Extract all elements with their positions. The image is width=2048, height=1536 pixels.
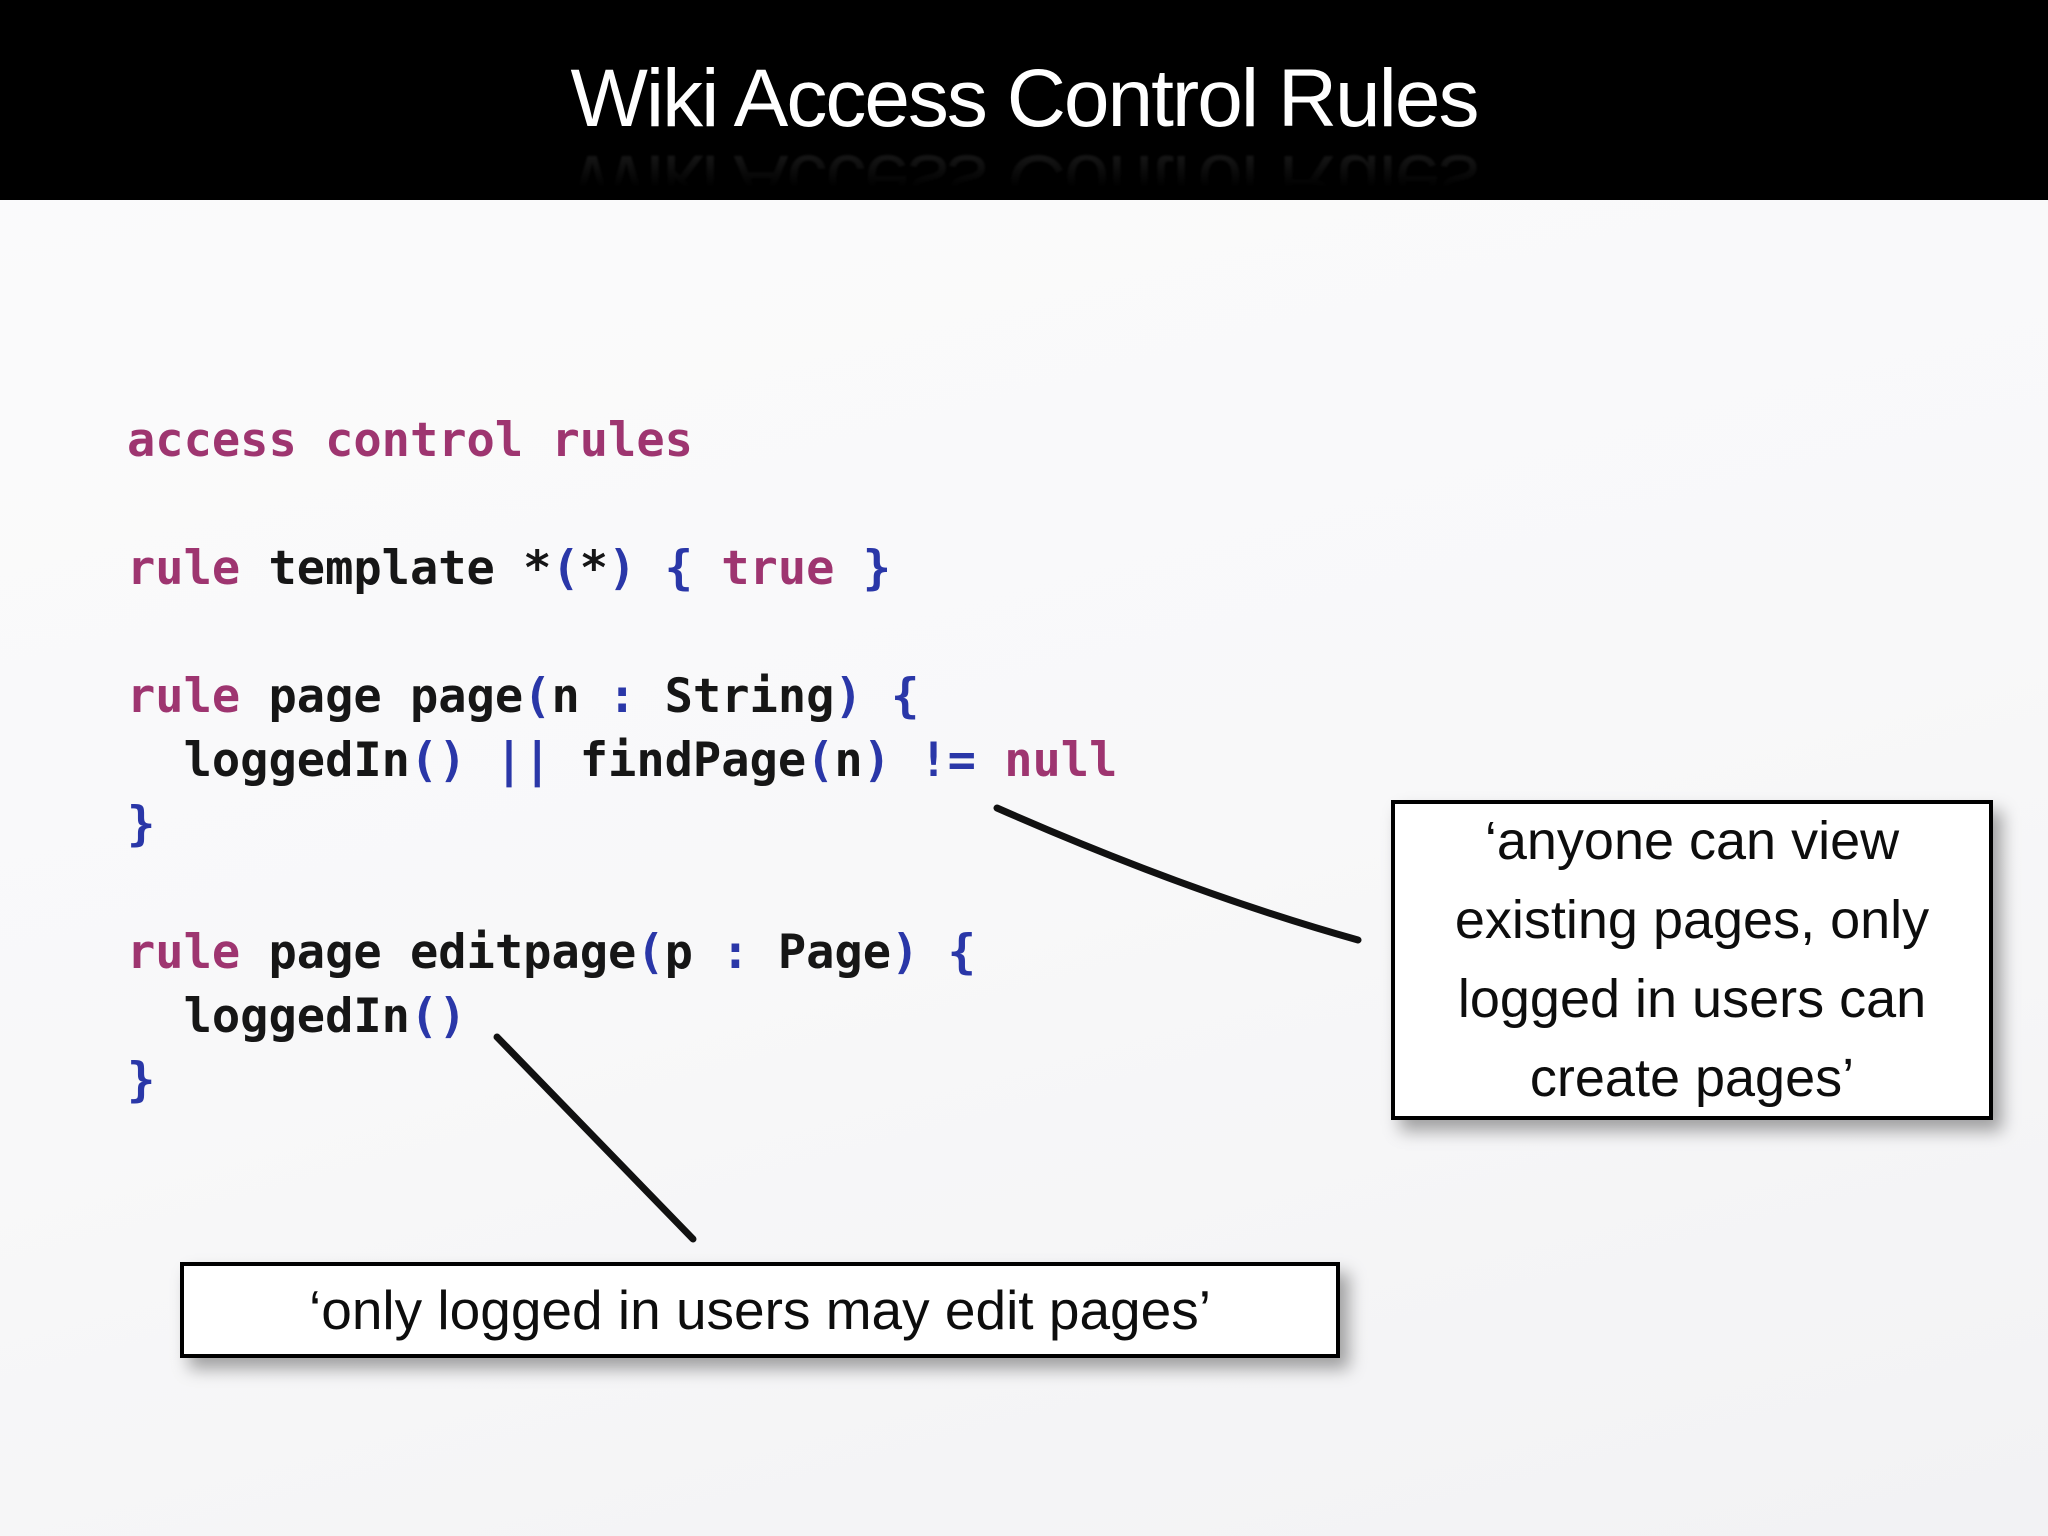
code-line: } xyxy=(127,1049,1117,1113)
code-token: } xyxy=(127,797,156,852)
code-token: ( xyxy=(636,925,665,980)
code-token: () xyxy=(409,733,467,788)
code-line: } xyxy=(127,793,1117,857)
code-token: rule xyxy=(127,925,241,980)
code-token: true xyxy=(721,541,835,596)
code-token: null xyxy=(1004,733,1118,788)
callout-create-pages: ‘anyone can view existing pages, only logg… xyxy=(1391,800,1993,1120)
code-token: page page xyxy=(240,669,524,724)
callout-text-line: logged in users can xyxy=(1457,969,1927,1029)
code-token xyxy=(467,733,495,788)
code-token: { xyxy=(947,925,976,980)
code-token: : xyxy=(608,669,637,724)
code-token xyxy=(834,541,862,596)
code-token: } xyxy=(127,1053,156,1108)
code-token: ( xyxy=(551,541,580,596)
code-token: n xyxy=(834,733,863,788)
code-token: page editpage xyxy=(240,925,637,980)
code-token: : xyxy=(721,925,750,980)
code-block: access control rules rule template *(*) … xyxy=(127,409,1117,1113)
code-token: rule xyxy=(127,669,241,724)
code-token: findPage xyxy=(551,733,807,788)
code-token: { xyxy=(891,669,920,724)
code-token: { xyxy=(664,541,693,596)
code-token: ) xyxy=(862,733,892,788)
code-line: rule page editpage(p : Page) { xyxy=(127,921,1117,985)
code-token: * xyxy=(579,541,609,596)
code-token: Page xyxy=(749,925,892,980)
code-token: template * xyxy=(240,541,552,596)
code-token: p xyxy=(664,925,722,980)
callout-text-line: ‘anyone can view xyxy=(1484,811,1900,871)
code-token: || xyxy=(494,733,552,788)
code-token xyxy=(863,669,891,724)
code-token xyxy=(636,541,664,596)
code-token xyxy=(693,541,721,596)
code-token: () xyxy=(409,989,467,1044)
code-token: } xyxy=(862,541,892,596)
code-token: != xyxy=(919,733,976,788)
code-line xyxy=(127,601,1117,665)
callout-edit-pages: ‘only logged in users may edit pages’ xyxy=(180,1262,1340,1358)
code-token: n xyxy=(551,669,609,724)
code-token: ) xyxy=(608,541,637,596)
code-token xyxy=(919,925,947,980)
code-token: ( xyxy=(806,733,835,788)
code-line: access control rules xyxy=(127,409,1117,473)
code-token: ) xyxy=(834,669,863,724)
code-line xyxy=(127,857,1117,921)
code-token: ) xyxy=(891,925,920,980)
code-token: loggedIn xyxy=(127,989,410,1044)
code-token: rule xyxy=(127,541,241,596)
code-line: rule page page(n : String) { xyxy=(127,665,1117,729)
callout-text-line: create pages’ xyxy=(1529,1048,1855,1108)
code-token xyxy=(891,733,919,788)
code-token xyxy=(976,733,1004,788)
code-token: String xyxy=(636,669,835,724)
code-token: ( xyxy=(523,669,552,724)
code-token: access control rules xyxy=(127,413,693,468)
page-title-reflection: Wiki Access Control Rules xyxy=(570,138,1478,200)
page-title: Wiki Access Control Rules xyxy=(570,53,1480,144)
code-line: rule template *(*) { true } xyxy=(127,537,1117,601)
code-line xyxy=(127,473,1117,537)
title-bar: Wiki Access Control Rules Wiki Access Co… xyxy=(0,0,2048,200)
code-token: loggedIn xyxy=(127,733,410,788)
code-line: loggedIn() xyxy=(127,985,1117,1049)
callout-text-line: existing pages, only xyxy=(1454,890,1930,950)
code-line: loggedIn() || findPage(n) != null xyxy=(127,729,1118,793)
